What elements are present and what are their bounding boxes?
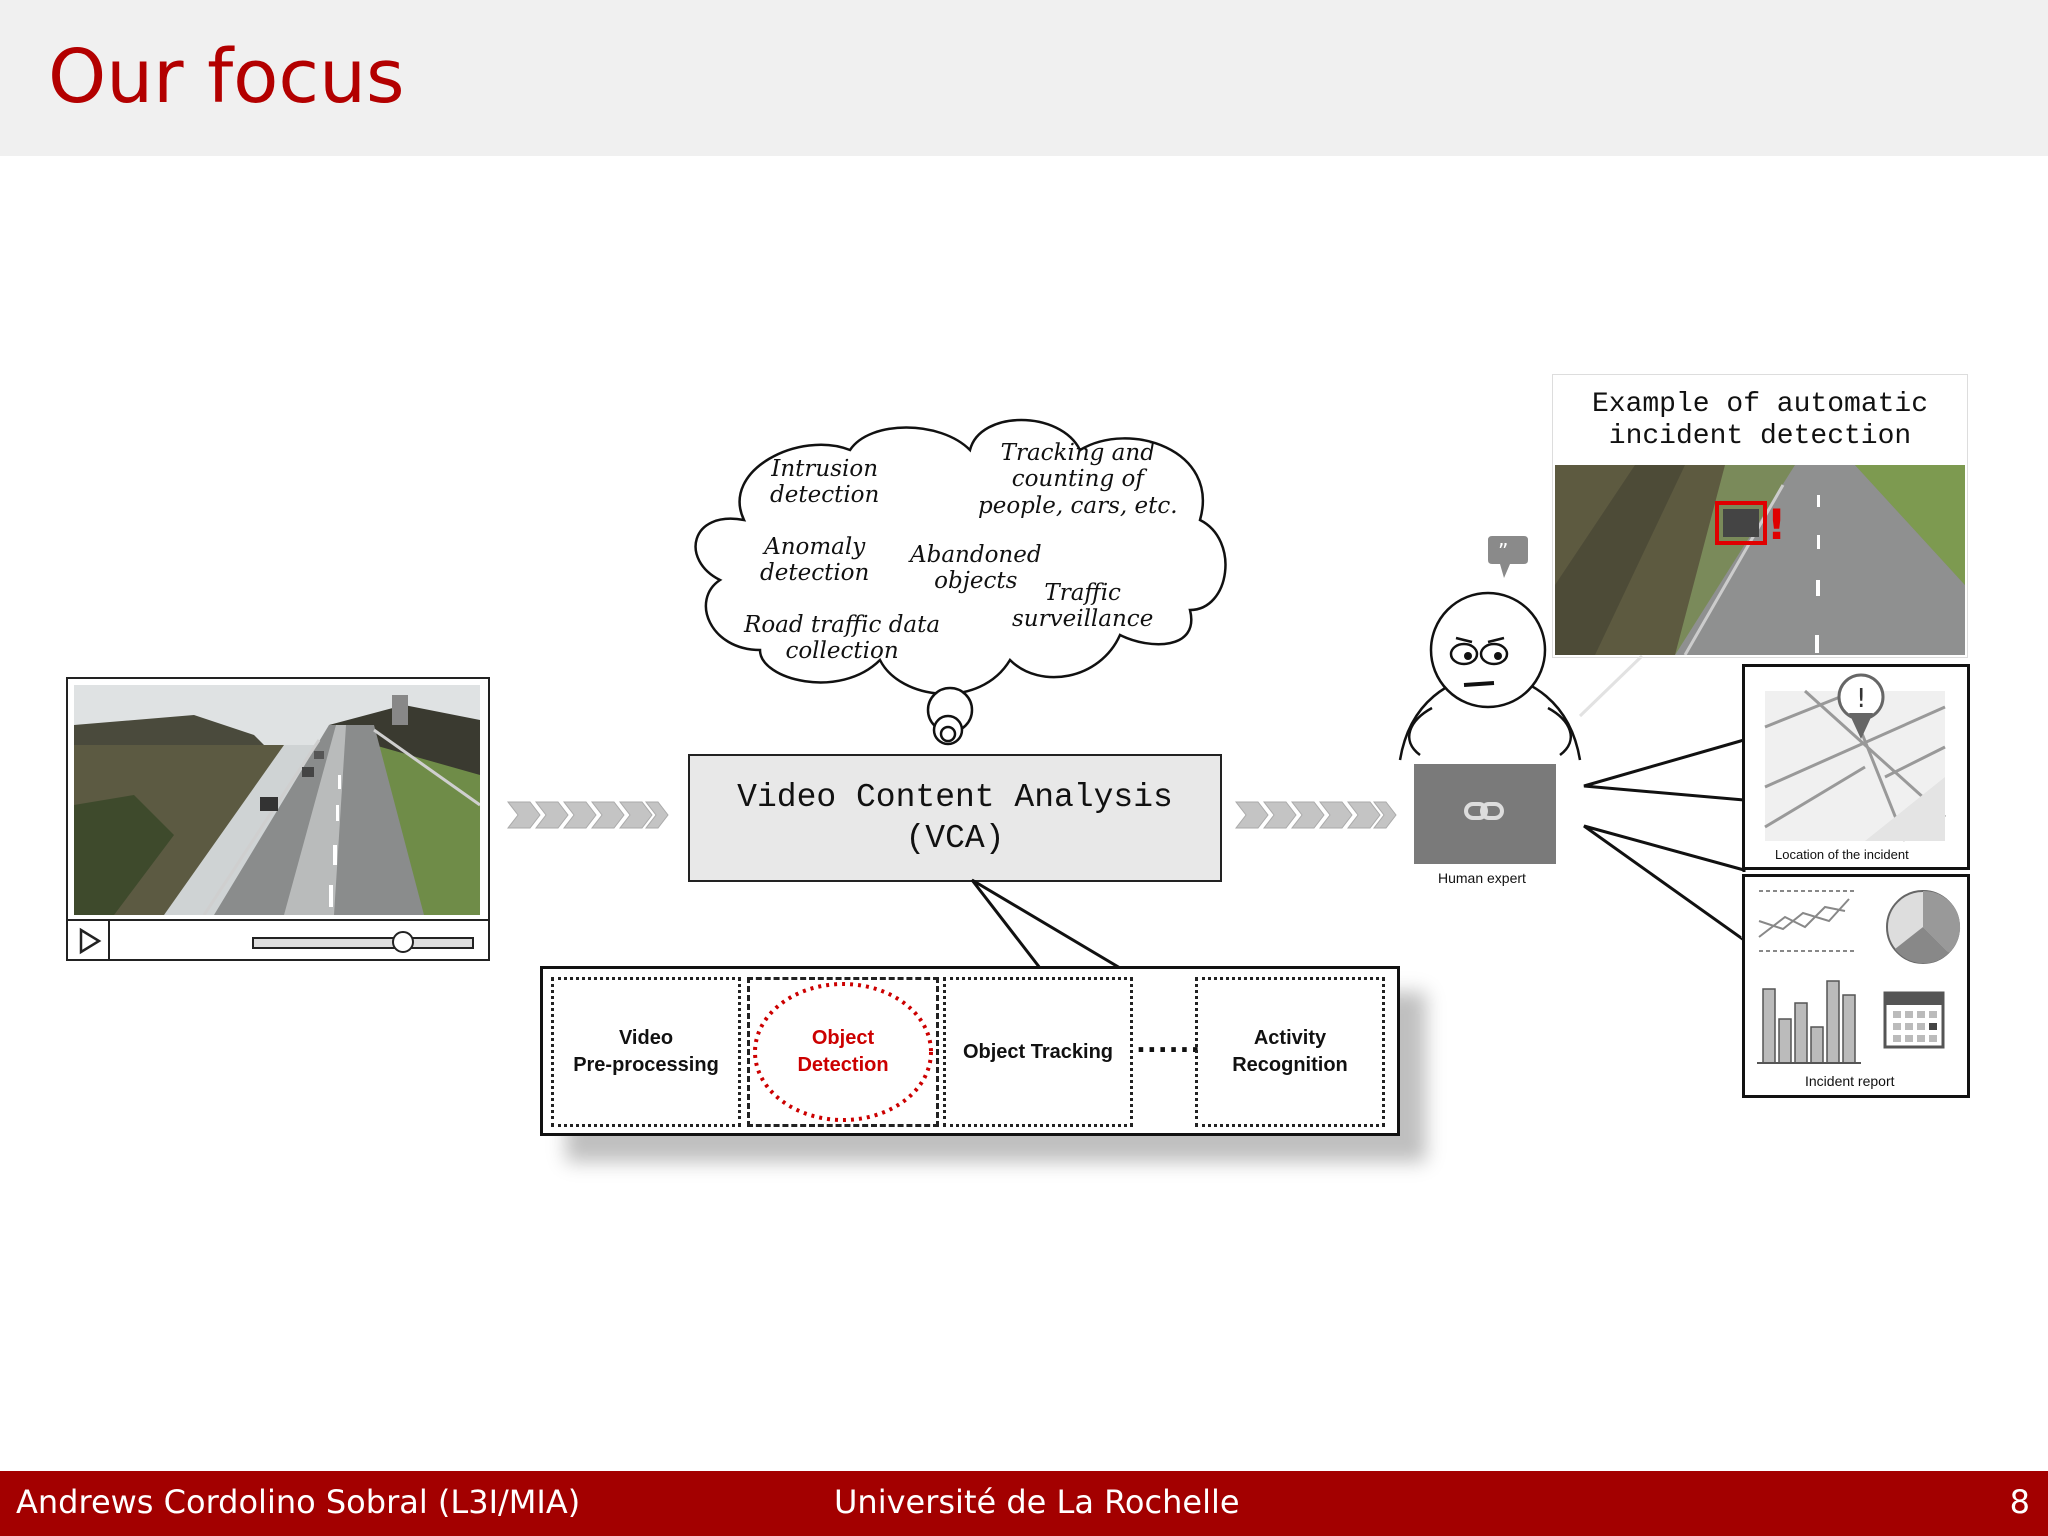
cloud-line: Intrusion (771, 456, 879, 482)
highlight-ellipse (753, 982, 933, 1122)
link-icon (1464, 802, 1504, 820)
play-button[interactable] (68, 921, 110, 961)
app-anomaly-detection: Anomaly detection (760, 534, 869, 587)
player-controls (68, 919, 488, 961)
cloud-line: Abandoned (910, 542, 1042, 568)
slide-header (0, 0, 2048, 156)
cloud-line: people, cars, etc. (978, 492, 1178, 519)
incident-location-panel: ! Location of the incident (1742, 664, 1970, 870)
footer-author: Andrews Cordolino Sobral (L3I/MIA) (16, 1483, 581, 1521)
video-frame (74, 685, 480, 915)
svg-text:!: ! (1856, 684, 1866, 714)
cloud-line: Traffic (1044, 580, 1121, 606)
slide-title: Our focus (48, 34, 405, 120)
step-object-tracking: Object Tracking (943, 977, 1133, 1127)
step-label: Object Tracking (962, 1040, 1114, 1063)
cloud-line: counting of (1011, 466, 1144, 493)
incident-example-image: ! (1555, 465, 1965, 655)
cloud-line: collection (785, 638, 899, 665)
incident-report-label: Incident report (1805, 1073, 1895, 1089)
step-label: Object (811, 1027, 875, 1049)
map-icon: ! (1764, 673, 1947, 842)
cloud-line: surveillance (1012, 606, 1154, 633)
expert-callout-pointers (1583, 738, 1747, 943)
app-traffic-surveillance: Traffic surveillance (1012, 580, 1153, 633)
flow-arrow-left (506, 801, 669, 829)
laptop-icon (1414, 764, 1556, 864)
play-icon (79, 927, 102, 955)
incident-scene-image: ! (1555, 465, 1965, 655)
cloud-line: Road traffic data (744, 612, 941, 638)
incident-location-label: Location of the incident (1775, 847, 1909, 862)
example-callout-pointer (1578, 654, 1644, 718)
cloud-line: detection (770, 482, 880, 509)
footer-institution: Université de La Rochelle (834, 1483, 1240, 1521)
svg-text:”: ” (1498, 539, 1508, 563)
vca-title-line2: (VCA) (905, 820, 1005, 857)
playback-slider-knob[interactable] (392, 931, 414, 953)
playback-slider[interactable] (252, 937, 474, 949)
cloud-line: objects (934, 568, 1018, 595)
app-tracking-counting: Tracking and counting of people, cars, e… (978, 440, 1178, 519)
pipeline-ellipsis: ...... (1136, 1029, 1202, 1059)
human-expert-label: Human expert (1438, 870, 1526, 886)
svg-text:!: ! (1767, 500, 1786, 549)
step-label: Video (618, 1027, 674, 1049)
video-player (66, 677, 490, 961)
highway-scene-image (74, 685, 480, 915)
slide-footer: Andrews Cordolino Sobral (L3I/MIA) Unive… (0, 1471, 2048, 1536)
cloud-line: detection (760, 560, 870, 587)
report-charts-icon (1757, 890, 1961, 1064)
app-abandoned-objects: Abandoned objects (910, 542, 1042, 595)
vca-box: Video Content Analysis (VCA) (688, 754, 1222, 882)
app-road-traffic-data: Road traffic data collection (744, 612, 940, 665)
footer-page-number: 8 (2009, 1483, 2030, 1521)
step-label: Detection (797, 1054, 889, 1076)
app-intrusion-detection: Intrusion detection (770, 456, 879, 509)
cloud-line: Tracking and (1000, 440, 1155, 466)
vca-title-line1: Video Content Analysis (737, 778, 1173, 816)
example-title-line: incident detection (1608, 421, 1912, 453)
step-label: Pre-processing (573, 1054, 719, 1076)
incident-example-box: Example of automatic incident detection … (1552, 374, 1968, 658)
cloud-line: Anomaly (764, 534, 866, 560)
human-expert-figure (1398, 591, 1582, 761)
step-label: Recognition (1232, 1054, 1348, 1076)
incident-example-title: Example of automatic incident detection (1553, 389, 1967, 453)
speech-quote-icon: ” (1488, 536, 1528, 578)
pipeline-callout-pointer (970, 878, 1126, 972)
example-title-line: Example of automatic (1591, 389, 1929, 420)
thought-cloud (694, 418, 1227, 746)
step-label: Activity (1253, 1027, 1327, 1049)
incident-report-panel: Incident report (1742, 874, 1970, 1098)
flow-arrow-right (1234, 801, 1397, 829)
